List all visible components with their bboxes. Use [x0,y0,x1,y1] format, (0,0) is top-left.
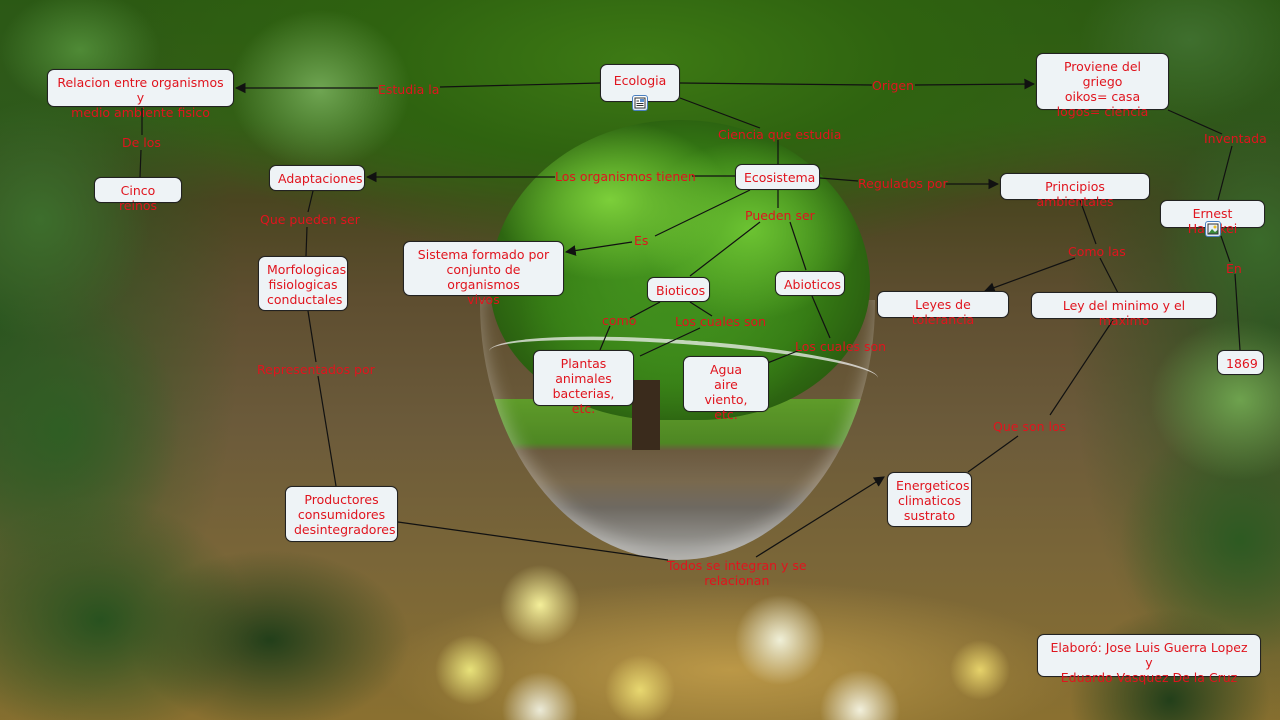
node-leyes-tolerancia[interactable]: Leyes de tolerancia [877,291,1009,327]
node-adaptaciones[interactable]: Adaptaciones [269,165,365,191]
link-queson-energeticos [967,435,1019,473]
node-energeticos[interactable]: Energeticos climaticos sustrato [887,472,972,527]
link-morf-representados [307,310,317,363]
link-es-sistema [564,241,633,256]
link-ecosistema-regulados [819,177,859,182]
link-ecologia-ciencia [679,97,761,129]
link-proviene-inventada [1167,109,1223,135]
link-como-leyes [983,257,1076,293]
link-abioticos-cuales [811,295,831,339]
link-label-estudia-la: Estudia la [378,82,440,97]
node-productores[interactable]: Productores consumidores desintegradores [285,486,398,542]
link-quepueden-morf [305,226,308,257]
link-ecologia-estudia [439,82,601,88]
link-label-regulados-por: Regulados por [858,176,948,191]
node-year-1869[interactable]: 1869 [1217,350,1264,375]
link-todos-energeticos [755,476,885,558]
link-label-todos-se-integran: Todos se integran y se relacionan [667,558,807,588]
link-inventada-ernest [1217,145,1233,201]
node-ecosistema[interactable]: Ecosistema [735,164,820,190]
link-label-los-cuales-son-bioticos: Los cuales son [675,314,767,329]
node-plantas[interactable]: Plantas animales bacterias, etc. [533,350,634,416]
node-ley-minimo-maximo[interactable]: Ley del minimo y el maximo [1031,292,1217,328]
link-label-los-cuales-son-abioticos: Los cuales son [795,339,887,354]
image-resource-icon[interactable] [1205,221,1221,237]
link-label-como-las: Como las [1068,244,1126,259]
link-principios-como [1079,199,1097,245]
link-label-pueden-ser: Pueden ser [745,208,815,223]
link-como-plantas [599,325,611,351]
node-bioticos[interactable]: Bioticos [647,277,710,302]
node-relacion-organismos[interactable]: Relacion entre organismos y medio ambien… [47,69,234,120]
node-proviene-griego[interactable]: Proviene del griego oikos= casa logos= c… [1036,53,1169,119]
link-label-que-pueden-ser: Que pueden ser [260,212,360,227]
link-label-que-son-los: Que son los [993,419,1067,434]
tree-trunk [632,380,660,450]
link-adapt-quepueden [307,190,314,213]
node-credits[interactable]: Elaboró: Jose Luis Guerra Lopez y Eduard… [1037,634,1261,685]
link-pueden-abioticos [789,221,807,271]
link-label-inventada: Inventada [1204,131,1267,146]
link-delos-cinco [139,149,142,178]
node-abioticos[interactable]: Abioticos [775,271,845,296]
link-origen-proviene [914,78,1036,90]
node-sistema-formado[interactable]: Sistema formado por conjunto de organism… [403,241,564,307]
node-morfologicas[interactable]: Morfologicas fisiologicas conductales [258,256,348,311]
link-label-los-organismos-tienen: Los organismos tienen [555,169,696,184]
link-label-representados-por: Representados por [257,362,375,377]
link-label-de-los: De los [122,135,161,150]
document-resource-icon[interactable] [632,95,648,111]
link-ecosistema-es [654,189,751,237]
link-cuales-agua [639,327,701,357]
link-bioticos-como [629,301,661,319]
link-label-en: En [1226,261,1242,276]
link-leyminimo-queson [1049,319,1114,416]
link-label-como: como [602,313,637,328]
link-como-leyminimo [1099,257,1119,294]
link-label-ciencia-que-estudia: Ciencia que estudia [718,127,842,142]
link-pueden-bioticos [689,221,761,277]
bokeh-lights [380,560,1080,720]
link-ernest-en [1220,235,1231,263]
node-principios-ambientales[interactable]: Principios ambientales [1000,173,1150,209]
link-label-es: Es [634,233,649,248]
node-agua[interactable]: Agua aire viento, etc. [683,356,769,422]
link-representados-productores [317,375,337,487]
node-cinco-reinos[interactable]: Cinco reinos [94,177,182,213]
node-ecologia[interactable]: Ecologia [600,64,680,102]
link-label-origen: Origen [872,78,914,93]
link-ecologia-origen [679,82,873,86]
link-en-1869 [1234,273,1241,351]
link-bioticos-cuales [689,301,713,317]
link-productores-todos [397,521,669,561]
